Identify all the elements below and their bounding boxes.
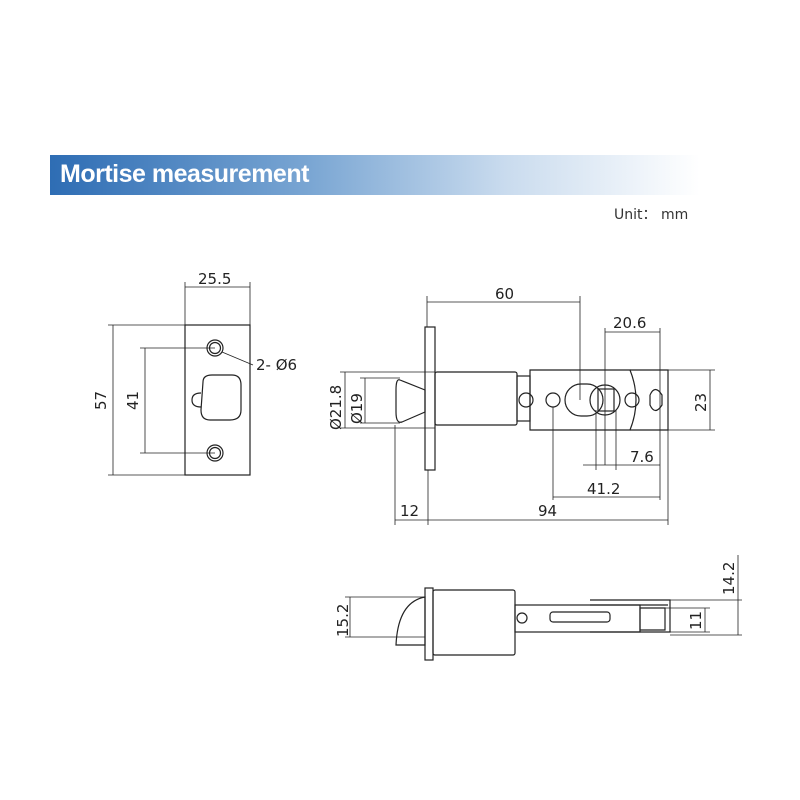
dim-12: 12 bbox=[400, 502, 419, 520]
latch-body bbox=[434, 371, 518, 426]
side-view: 60 20.6 23 Ø21.8 Ø19 7.6 41.2 12 94 bbox=[327, 285, 715, 525]
top-view: 15.2 14.2 11 bbox=[334, 555, 742, 661]
dim-41-2: 41.2 bbox=[587, 480, 620, 498]
slot bbox=[564, 383, 604, 417]
dim-dia-21-8: Ø21.8 bbox=[327, 385, 345, 430]
title-bar: Mortise measurement bbox=[50, 155, 700, 195]
dim-11: 11 bbox=[687, 611, 705, 630]
latch-bolt bbox=[395, 379, 426, 423]
dim-width: 25.5 bbox=[198, 270, 231, 288]
top-tail bbox=[514, 604, 641, 633]
top-latch-bolt bbox=[395, 596, 426, 646]
dim-15-2: 15.2 bbox=[334, 604, 352, 637]
dim-20-6: 20.6 bbox=[613, 314, 646, 332]
dim-7-6: 7.6 bbox=[630, 448, 654, 466]
latch-opening bbox=[200, 374, 242, 421]
dim-14-2: 14.2 bbox=[720, 562, 738, 595]
top-faceplate bbox=[424, 587, 434, 661]
dim-holes: 2- Ø6 bbox=[256, 356, 297, 374]
faceplate bbox=[184, 324, 251, 476]
dim-60: 60 bbox=[495, 285, 514, 303]
front-view: 25.5 57 41 2- Ø6 bbox=[92, 270, 297, 476]
unit-label: Unit： mm bbox=[614, 207, 689, 223]
page-title: Mortise measurement bbox=[60, 160, 309, 188]
top-body bbox=[432, 589, 516, 656]
side-faceplate bbox=[424, 326, 436, 471]
dim-dia-19: Ø19 bbox=[348, 393, 366, 424]
dim-94: 94 bbox=[538, 502, 557, 520]
dim-23: 23 bbox=[692, 393, 710, 412]
dim-hole-spacing: 41 bbox=[124, 391, 142, 410]
dim-height: 57 bbox=[92, 391, 110, 410]
